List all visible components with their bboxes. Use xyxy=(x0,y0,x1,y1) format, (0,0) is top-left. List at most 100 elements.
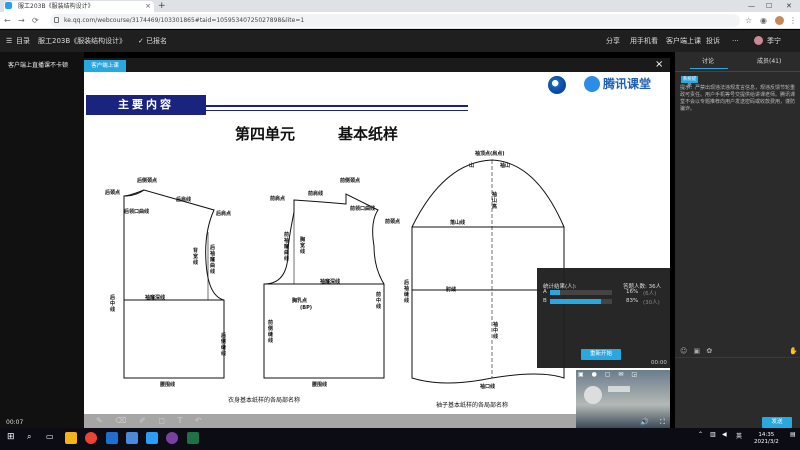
clock[interactable]: 14:35 2021/3/2 xyxy=(754,432,779,446)
extension-icon[interactable]: ◉ xyxy=(760,16,767,25)
slide-title-unit: 第四单元 xyxy=(235,125,296,143)
browser-tab[interactable]: 服工203B《服装结构设计》 × xyxy=(4,1,154,12)
user-avatar[interactable] xyxy=(754,36,763,45)
label-back-neck-curve: 后领口曲线 xyxy=(124,209,150,215)
window-close-icon[interactable]: ✕ xyxy=(786,2,792,10)
system-notice-text: 提示：严禁出现违法违规发言信息，规违反馈节轮重政可责任。用户手机等号交提供给讲课… xyxy=(680,85,796,112)
tray-up-icon[interactable]: ⌃ xyxy=(698,431,704,438)
url-input[interactable]: ke.qq.com/webcourse/3174469/103301865#ta… xyxy=(50,14,740,27)
back-bodice-outline xyxy=(123,189,225,379)
speaker-icon[interactable]: ◀ xyxy=(722,431,727,438)
mic-icon[interactable]: ● xyxy=(591,371,597,378)
label-front-side-seam: 前侧缝线 xyxy=(268,320,274,344)
complaint-button[interactable]: 投诉 xyxy=(706,37,720,45)
notification-icon[interactable]: ▤ xyxy=(790,431,796,438)
profile-avatar[interactable] xyxy=(775,16,784,25)
menu-icon[interactable]: ☰ xyxy=(6,37,13,45)
new-tab-button[interactable]: + xyxy=(158,1,166,11)
school-logo-icon xyxy=(548,76,566,94)
undo-icon[interactable]: ↶ xyxy=(194,416,202,425)
text-icon[interactable]: T xyxy=(177,416,183,425)
hand-raise-icon[interactable]: ✋ xyxy=(789,347,798,355)
file-explorer-icon[interactable] xyxy=(65,432,77,444)
lock-icon xyxy=(54,17,59,23)
star-icon[interactable]: ☆ xyxy=(745,16,753,25)
teacher-avatar xyxy=(584,386,602,404)
poll-restart-button[interactable]: 重新开始 xyxy=(581,349,621,360)
chrome-icon[interactable] xyxy=(85,432,97,444)
minimize-icon[interactable]: — xyxy=(748,2,755,10)
video-toolbar: ✎ ⌫ ✐ ◻ T ↶ xyxy=(96,416,202,425)
mail-icon[interactable]: ✉ xyxy=(618,371,624,378)
label-front-neck-point-2: 前颈点 xyxy=(385,219,401,225)
system-notice-tag: 系统提示 xyxy=(681,76,698,89)
client-class-button[interactable]: 客户端上课 xyxy=(666,37,701,45)
clock-time: 14:35 xyxy=(758,432,775,438)
brush-icon[interactable]: ✐ xyxy=(139,416,146,425)
image-icon[interactable]: ▣ xyxy=(693,347,701,355)
back-icon[interactable]: ← xyxy=(4,16,11,25)
task-view-icon[interactable]: ▭ xyxy=(46,432,54,441)
fullscreen-icon[interactable]: ⛶ xyxy=(660,418,665,426)
pip-icon[interactable]: ◲ xyxy=(631,371,637,378)
label-back-neck-point: 后侧颈点 xyxy=(137,178,158,184)
send-button[interactable]: 发送 xyxy=(762,417,792,428)
video-close-icon[interactable]: × xyxy=(655,59,664,70)
shape-icon[interactable]: ◻ xyxy=(158,416,165,425)
label-front-center-line: 前中线 xyxy=(376,292,382,310)
pen-icon[interactable]: ✎ xyxy=(96,416,103,425)
elapsed-time: 00:07 xyxy=(6,419,24,426)
phone-watch-button[interactable]: 用手机看 xyxy=(630,37,658,45)
camera-toolbar: ▣ ● ▢ ✉ ◲ xyxy=(578,371,637,378)
share-button[interactable]: 分享 xyxy=(606,37,620,45)
label-bp: (BP) xyxy=(300,305,313,311)
label-back-width-line: 背宽线 xyxy=(193,248,199,266)
label-back-neck-point-2: 后颈点 xyxy=(105,190,121,196)
eraser-icon[interactable]: ⌫ xyxy=(115,416,127,425)
browser-menu-icon[interactable]: ⋮ xyxy=(789,16,797,25)
tab-close-icon[interactable]: × xyxy=(145,2,151,10)
forward-icon[interactable]: → xyxy=(18,16,25,25)
camera-icon[interactable]: ▣ xyxy=(578,371,584,378)
ime-indicator[interactable]: 英 xyxy=(736,433,743,440)
front-bodice-outline xyxy=(263,193,385,379)
label-bust-point: 胸乳点 xyxy=(292,298,308,304)
app-icon[interactable] xyxy=(126,432,138,444)
label-back-shoulder-line: 后肩线 xyxy=(176,197,192,203)
app-header: ☰ 目录 服工203B《服装结构设计》 ✓ 已报名 分享 用手机看 客户端上课 … xyxy=(0,30,800,52)
poll-option-b-bar xyxy=(550,299,602,304)
tab-title: 服工203B《服装结构设计》 xyxy=(18,3,94,10)
maximize-icon[interactable]: ☐ xyxy=(766,2,773,10)
tab-discussion[interactable]: 讨论 xyxy=(702,58,715,65)
label-chest-width-line: 胸宽线 xyxy=(300,237,306,255)
brand-name: 腾讯课堂 xyxy=(603,77,652,91)
left-pane xyxy=(0,52,84,428)
more-button[interactable]: ··· xyxy=(732,37,739,45)
tab-members[interactable]: 成员(41) xyxy=(757,58,782,65)
start-icon[interactable]: ⊞ xyxy=(7,432,15,442)
label-front-neck-curve: 前领口曲线 xyxy=(350,206,376,212)
user-name[interactable]: 季宁 xyxy=(767,37,781,45)
screen-icon[interactable]: ▢ xyxy=(604,371,611,378)
reload-icon[interactable]: ⟳ xyxy=(32,16,39,25)
chat-input[interactable] xyxy=(675,357,800,413)
tencent-classroom-logo-icon xyxy=(584,76,600,92)
media-icon[interactable] xyxy=(166,432,178,444)
flower-icon[interactable]: ✿ xyxy=(706,347,713,355)
poll-option-a-percent: 16% xyxy=(626,289,639,295)
chat-tools: ☺ ▣ ✿ xyxy=(680,347,712,355)
tab-favicon-icon xyxy=(5,2,12,9)
emoji-icon[interactable]: ☺ xyxy=(680,347,688,355)
search-icon[interactable]: ⌕ xyxy=(27,432,32,441)
clock-date: 2021/3/2 xyxy=(754,439,779,445)
catalog-button[interactable]: 目录 xyxy=(16,37,30,45)
tencent-classroom-icon[interactable] xyxy=(146,432,158,444)
volume-icon[interactable]: 🔊 xyxy=(640,418,649,426)
poll-option-a-count: (6人) xyxy=(643,291,657,297)
client-class-tag[interactable]: 客户端上课 xyxy=(84,60,126,72)
label-front-shoulder-point: 前肩点 xyxy=(270,196,286,202)
slide-title-topic: 基本纸样 xyxy=(338,125,399,143)
ie-icon[interactable] xyxy=(106,432,118,444)
network-icon[interactable]: ▥ xyxy=(710,431,716,438)
excel-icon[interactable] xyxy=(187,432,199,444)
